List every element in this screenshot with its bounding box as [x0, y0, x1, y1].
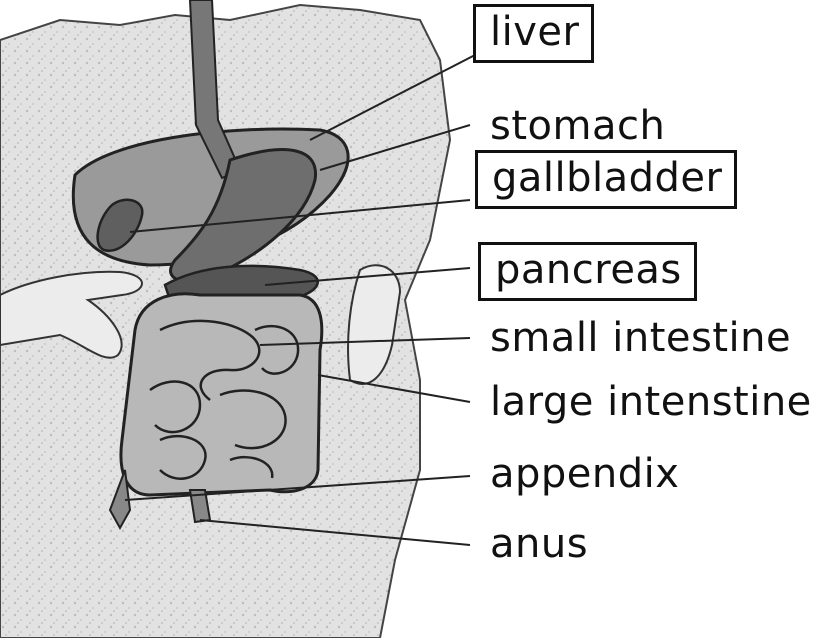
label-stomach: stomach — [490, 104, 665, 148]
label-pancreas: pancreas — [478, 242, 697, 301]
label-small-intestine: small intestine — [490, 316, 791, 360]
label-gallbladder: gallbladder — [475, 150, 737, 209]
label-large-intestine: large intenstine — [490, 380, 812, 424]
label-anus: anus — [490, 522, 588, 566]
label-liver: liver — [473, 4, 594, 63]
label-appendix: appendix — [490, 452, 679, 496]
